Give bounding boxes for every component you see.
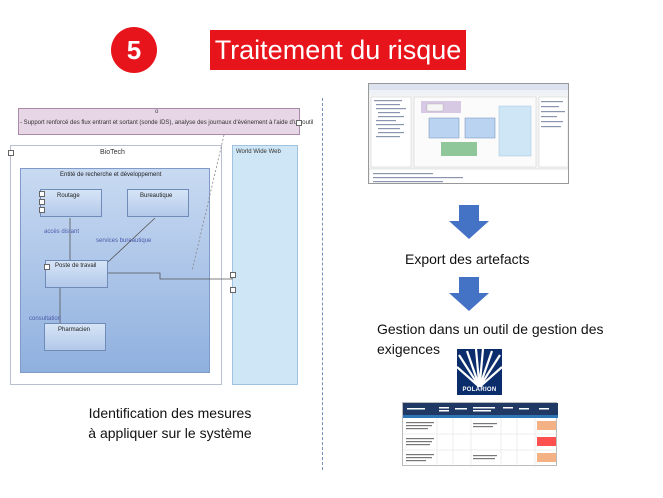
left-caption: Identification des mesures à appliquer s… [40, 403, 300, 443]
requirements-table [402, 402, 558, 467]
requirements-table-graphic [403, 403, 558, 467]
gestion-line2: exigences [377, 341, 441, 357]
tool-screenshot-graphic [369, 84, 568, 183]
link-services-bureautique: services bureautique [96, 238, 152, 244]
handle[interactable] [39, 199, 45, 205]
node-routage-label: Routage [57, 193, 80, 199]
link-acces-distant: accès distant [44, 229, 80, 235]
vertical-divider [322, 98, 323, 470]
down-arrow-icon [449, 205, 489, 239]
slide-title: Traitement du risque [210, 30, 466, 70]
step-number-badge: 5 [111, 27, 157, 73]
tool-screenshot [368, 83, 569, 184]
handle[interactable] [230, 287, 236, 293]
handle[interactable] [44, 264, 50, 270]
node-pharmacien-label: Pharmacien [58, 327, 91, 333]
node-pharmacien[interactable] [44, 323, 106, 351]
link-consultation: consultation [29, 316, 62, 322]
node-poste-travail[interactable] [45, 260, 108, 288]
polarion-logo-text: POLARION [457, 387, 502, 393]
gestion-line1: Gestion dans un outil de gestion des [377, 321, 604, 337]
polarion-sunburst-icon [457, 349, 502, 388]
node-bureautique-label: Bureautique [140, 193, 173, 199]
note-text: - Support renforcé des flux entrant et s… [20, 120, 314, 126]
left-caption-line1: Identification des mesures [88, 405, 252, 421]
down-arrow-icon [449, 277, 489, 311]
handle[interactable] [230, 272, 236, 278]
handle[interactable] [39, 207, 45, 213]
entite-label: Entité de recherche et développement [60, 172, 162, 178]
export-label: Export des artefacts [405, 251, 530, 267]
www-container [232, 145, 298, 385]
node-bureautique[interactable] [127, 189, 189, 217]
handle[interactable] [39, 191, 45, 197]
handle[interactable] [296, 120, 302, 126]
gestion-label: Gestion dans un outil de gestion des exi… [377, 319, 647, 359]
node-poste-label: Poste de travail [55, 263, 97, 269]
left-caption-line2: à appliquer sur le système [88, 425, 252, 441]
note-box [18, 108, 300, 135]
note-marker: o [155, 109, 159, 115]
www-label: World Wide Web [236, 149, 281, 155]
biotech-label: BioTech [100, 149, 125, 156]
handle[interactable] [8, 150, 14, 156]
